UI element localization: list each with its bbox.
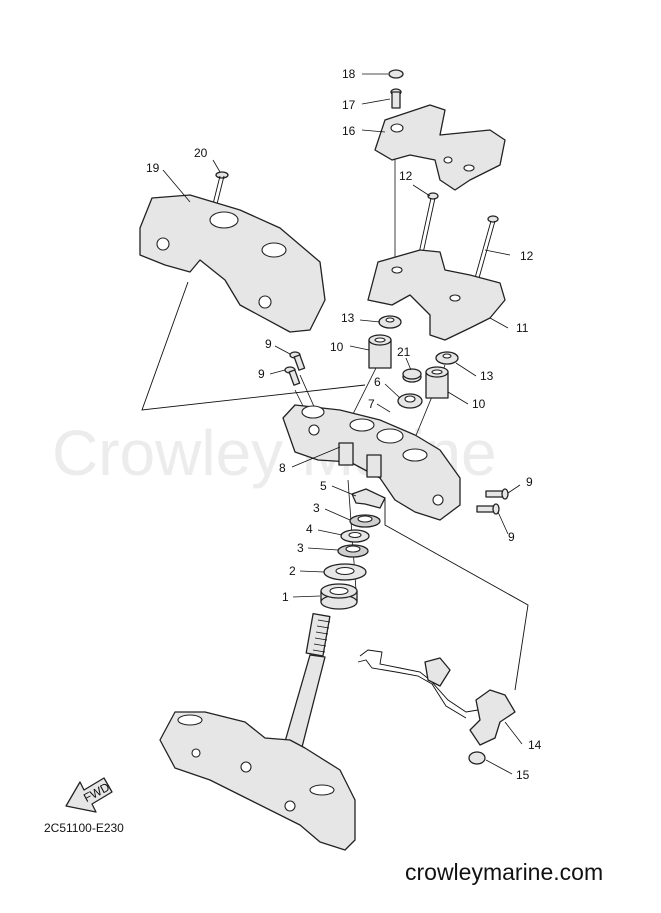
callout-10-a: 10: [330, 340, 344, 354]
callout-16: 16: [342, 124, 356, 138]
callout-2: 2: [289, 564, 296, 578]
callout-4: 4: [306, 522, 313, 536]
part-2-dust-seal: [323, 563, 367, 581]
callout-6: 6: [374, 375, 381, 389]
part-10-collar-right: [425, 366, 449, 399]
part-17-bolt: [390, 88, 402, 109]
diagram-code: 2C51100-E230: [44, 821, 124, 835]
steering-stem: [159, 612, 356, 851]
part-16-upper-holder: [374, 104, 506, 191]
callout-3-a: 3: [313, 501, 320, 515]
part-13-nut-left: [378, 315, 402, 329]
fwd-arrow-icon: FWD: [65, 777, 113, 813]
callout-18: 18: [342, 67, 356, 81]
callout-1: 1: [282, 590, 289, 604]
part-12-bolts: [417, 192, 499, 279]
site-url: crowleymarine.com: [405, 859, 603, 885]
callout-9-c: 9: [526, 475, 533, 489]
callout-10-b: 10: [472, 397, 486, 411]
part-9-bolts-right: [476, 488, 509, 515]
part-6-nut: [397, 393, 423, 409]
callout-9-a: 9: [265, 337, 272, 351]
callout-12-a: 12: [399, 169, 413, 183]
part-8-lower-bracket: [282, 404, 461, 521]
callout-19: 19: [146, 161, 160, 175]
callout-21: 21: [397, 345, 411, 359]
part-1-bearing: [320, 583, 358, 610]
callout-14: 14: [528, 738, 542, 752]
part-21-washer: [402, 368, 422, 383]
callout-13-a: 13: [341, 311, 355, 325]
callout-leaders: [162, 73, 523, 775]
callout-15: 15: [516, 768, 530, 782]
callout-8: 8: [279, 461, 286, 475]
part-11-lower-holder: [367, 249, 506, 341]
part-15-nut: [468, 751, 486, 765]
part-10-collar-left: [368, 334, 392, 369]
part-4-washer: [340, 529, 370, 543]
callout-5: 5: [320, 479, 327, 493]
part-19-upper-bracket: [139, 194, 326, 333]
callout-11: 11: [516, 321, 529, 335]
callout-12-b: 12: [520, 249, 534, 263]
part-3-ring-nut-upper: [349, 514, 381, 528]
callout-9-d: 9: [508, 530, 515, 544]
part-14-wire-clamp: [357, 649, 516, 746]
part-9-bolts-left: [284, 351, 306, 386]
part-5-lock-washer: [351, 488, 386, 509]
callout-13-b: 13: [480, 369, 494, 383]
callout-17: 17: [342, 98, 356, 112]
part-18-cap: [388, 69, 404, 79]
callout-20: 20: [194, 146, 208, 160]
callout-3-b: 3: [297, 541, 304, 555]
callout-9-b: 9: [258, 367, 265, 381]
part-13-nut-right: [435, 351, 459, 365]
part-3-ring-nut-lower: [337, 544, 369, 558]
callout-7: 7: [368, 397, 375, 411]
callout-labels: 18 17 16 19 20 12 12 11 13 13 10 10 21 6…: [146, 67, 542, 782]
